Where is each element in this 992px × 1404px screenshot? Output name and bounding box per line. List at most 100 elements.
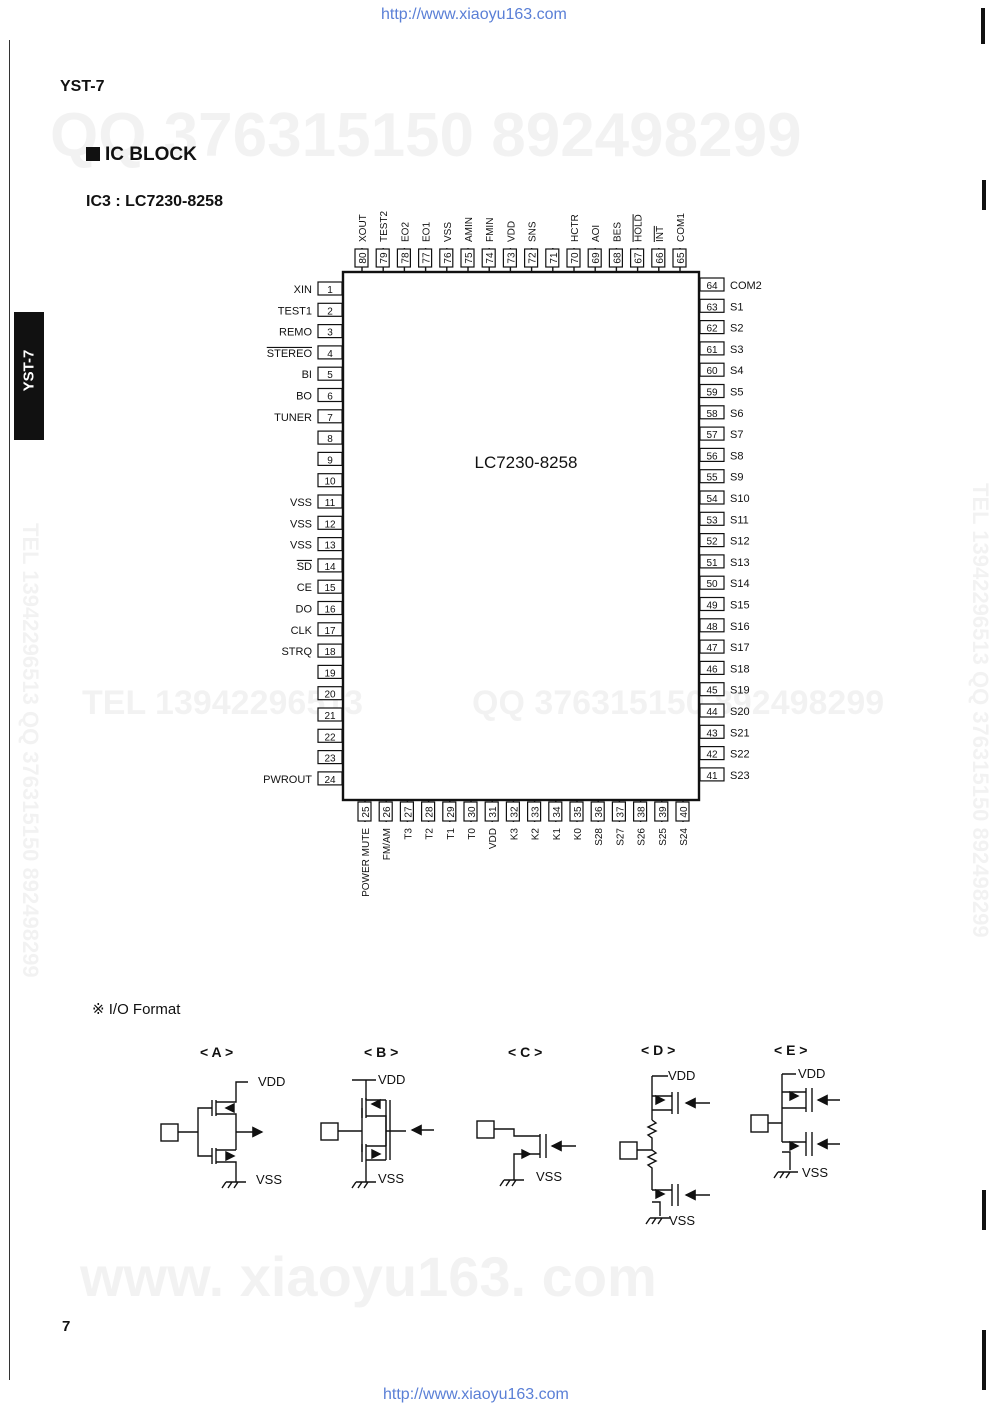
pin-label: BI: [302, 369, 312, 381]
pin-box: [317, 366, 343, 381]
pin-box: [545, 248, 560, 268]
pin-label: S9: [730, 472, 743, 484]
pin-label: SD: [297, 561, 312, 573]
pin-number: 17: [324, 626, 336, 637]
pin-number: 41: [706, 771, 718, 782]
io-label-c: < C >: [508, 1044, 543, 1060]
pin-label: BO: [296, 391, 312, 403]
pin-box: [548, 801, 563, 822]
section-title-row: IC BLOCK: [86, 144, 197, 166]
pin-number: 40: [679, 806, 690, 818]
pin-box: [375, 248, 390, 268]
pin-number: 42: [706, 750, 718, 761]
pin-number: 30: [467, 806, 478, 818]
pin-number: 46: [706, 664, 718, 675]
pin-box: [523, 248, 539, 268]
pin-label: VSS: [290, 518, 312, 530]
pin-number: 38: [637, 806, 648, 818]
pin-box: [699, 745, 725, 761]
pin-box: [317, 430, 343, 445]
pin-number: 58: [706, 409, 718, 420]
pin-box: [569, 801, 584, 822]
pin-number: 72: [528, 252, 539, 264]
top-url[interactable]: http://www.xiaoyu163.com: [381, 6, 567, 23]
pin-label: TEST2: [379, 210, 390, 242]
pin-label: S5: [730, 387, 743, 399]
pin-number: 21: [324, 711, 336, 722]
pin-number: 65: [676, 252, 687, 264]
pin-label: S15: [730, 600, 750, 612]
io-a-vdd: VDD: [258, 1074, 286, 1089]
pin-box: [317, 324, 343, 339]
pin-box: [317, 494, 343, 509]
pin-label: S26: [637, 828, 648, 846]
watermark-qq-mid: QQ 376315150 892498299: [472, 684, 885, 722]
pin-number: 22: [324, 732, 336, 743]
pin-number: 49: [706, 601, 718, 612]
pin-label: S8: [730, 450, 743, 462]
pin-label: K2: [531, 828, 542, 841]
pin-number: 76: [443, 252, 454, 264]
pin-box: [317, 281, 343, 296]
pin-label: VDD: [488, 828, 499, 849]
pin-box: [421, 801, 436, 822]
bottom-url[interactable]: http://www.xiaoyu163.com: [383, 1386, 569, 1403]
pin-box: [699, 767, 725, 782]
pin-number: 24: [324, 775, 336, 786]
io-b-vss: VSS: [378, 1171, 405, 1186]
pin-number: 25: [361, 806, 372, 818]
pin-number: 59: [706, 388, 718, 399]
pin-number: 14: [324, 562, 336, 573]
pin-number: 34: [552, 806, 563, 818]
io-format-title: ※ I/O Format: [92, 1001, 181, 1018]
pin-label: S7: [730, 429, 743, 441]
pin-box: [505, 801, 520, 822]
pin-number: 4: [327, 349, 333, 360]
pin-label: S17: [730, 642, 750, 654]
pin-label: S19: [730, 685, 750, 697]
pin-box: [672, 248, 687, 268]
pin-number: 74: [485, 252, 496, 264]
pin-number: 37: [615, 806, 626, 818]
pin-label: VSS: [290, 540, 312, 552]
pin-box: [317, 643, 343, 658]
pin-number: 28: [425, 806, 436, 818]
pin-number: 62: [706, 324, 718, 335]
io-e-vss: VSS: [802, 1165, 829, 1180]
chip-name: LC7230-8258: [474, 453, 577, 472]
pin-number: 51: [706, 558, 718, 569]
pin-label: PWROUT: [263, 774, 312, 786]
pin-number: 8: [327, 434, 333, 445]
pin-label: XIN: [294, 284, 312, 296]
pin-label: T3: [403, 828, 414, 840]
pin-label: T0: [467, 828, 478, 840]
right-frame-mark: [982, 180, 986, 210]
pin-number: 47: [706, 643, 718, 654]
pin-box: [699, 511, 725, 526]
page-number: 7: [62, 1318, 71, 1335]
io-d-vss: VSS: [669, 1213, 696, 1228]
pin-label: AMIN: [464, 217, 475, 242]
pin-number: 57: [706, 430, 718, 441]
pin-box: [317, 409, 343, 424]
pin-label: REMO: [279, 327, 312, 339]
io-c-vss: VSS: [536, 1169, 563, 1184]
pin-box: [699, 724, 725, 739]
pin-box: [484, 801, 499, 822]
pin-label: S24: [679, 828, 690, 846]
pin-box: [396, 248, 411, 268]
pin-box: [699, 469, 725, 484]
pin-box: [699, 618, 725, 633]
pin-label: K3: [509, 828, 520, 841]
pin-box: [699, 426, 725, 441]
pin-box: [654, 801, 669, 822]
left-frame-line: [9, 40, 10, 1380]
pin-label: DO: [296, 604, 313, 616]
io-label-e: < E >: [774, 1042, 808, 1058]
pin-box: [587, 248, 602, 268]
pin-label: CE: [297, 582, 312, 594]
pin-number: 52: [706, 537, 718, 548]
io-label-a: < A >: [200, 1044, 234, 1060]
pin-number: 1: [327, 285, 333, 296]
pin-label: STRQ: [281, 646, 312, 658]
